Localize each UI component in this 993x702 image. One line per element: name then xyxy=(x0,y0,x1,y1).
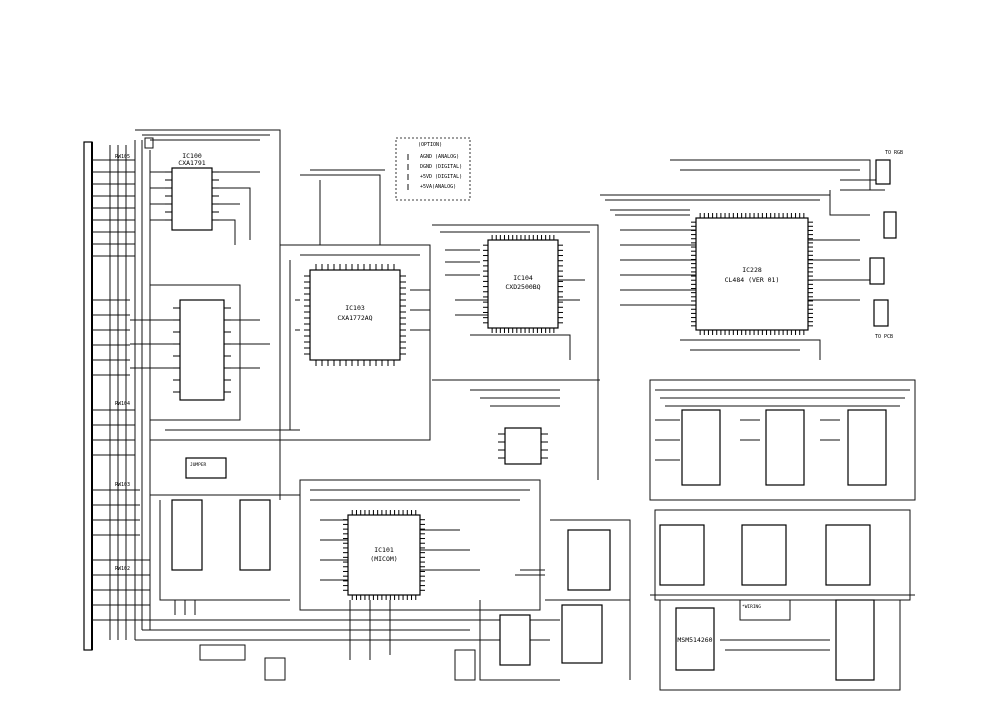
rw105-label: RW105 xyxy=(115,154,130,160)
option-item-4: +5VA(ANALOG) xyxy=(420,184,456,190)
rom-wiring-note: *WIRING xyxy=(742,604,761,610)
ic204-part: MSM514260 xyxy=(677,636,712,644)
ic103-part: CXA1772AQ xyxy=(337,314,372,322)
ic103-wiring xyxy=(279,169,431,441)
ic108-chip xyxy=(567,529,611,591)
left-connector-strip: RW105 RW104 RW103 RW102 xyxy=(83,141,150,651)
option-item-1: AGND (ANALOG) xyxy=(420,154,459,160)
bottom-left-wiring xyxy=(150,494,300,681)
ic205-chip xyxy=(835,599,875,681)
ic100-ref: IC100 xyxy=(182,152,202,160)
bottom-right-wiring xyxy=(650,509,915,691)
ic112-chip xyxy=(171,499,203,571)
ic207-chip xyxy=(765,409,805,486)
option-legend-box: (OPTION) AGND (ANALOG) DGND (DIGITAL) +5… xyxy=(395,137,471,201)
ic100-wiring xyxy=(144,137,260,245)
ic107-chip xyxy=(561,604,603,664)
ic103-chip: IC103 CXA1772AQ xyxy=(304,264,406,366)
ic211-chip xyxy=(825,524,871,586)
ic206-chip xyxy=(681,409,721,486)
ic228-chip: IC228 CL484 (VER 01) xyxy=(695,217,809,331)
ic101-wiring xyxy=(299,479,560,660)
ic104-part: CXD2500BQ xyxy=(505,283,540,291)
to-rgb-label: TO RGB xyxy=(885,150,903,156)
ic101-part: (MICOM) xyxy=(370,555,397,563)
rw104-label: RW104 xyxy=(115,401,130,407)
ic100-part: CXA1791 xyxy=(178,159,205,167)
rw102-label: RW102 xyxy=(115,566,130,572)
ic113-chip xyxy=(239,499,271,571)
ic102-chip xyxy=(173,299,231,401)
ic101-ref: IC101 xyxy=(374,546,394,554)
rw103-label: RW103 xyxy=(115,482,130,488)
bottom-middle-wiring xyxy=(454,519,631,681)
option-item-3: +5VD (DIGITAL) xyxy=(420,174,462,180)
left-bus-lines xyxy=(109,129,550,641)
ic203-chip xyxy=(741,524,787,586)
ic204-chip: MSM514260 xyxy=(675,607,715,671)
ic103-ref: IC103 xyxy=(345,304,365,312)
to-pcb-label: TO PCB xyxy=(875,334,893,340)
ic106-chip xyxy=(499,614,531,666)
ic104-chip: IC104 CXD2500BQ xyxy=(487,239,559,329)
option-item-2: DGND (DIGITAL) xyxy=(420,164,462,170)
rom-note-text: *WIRING xyxy=(742,604,761,610)
dram-bus xyxy=(649,379,916,501)
ic100-chip: IC100 CXA1791 xyxy=(165,152,219,231)
ic228-wiring xyxy=(600,159,885,360)
ic105-chip xyxy=(498,427,548,465)
right-resistor-packs: TO RGB TO PCB xyxy=(869,150,903,340)
ic101-chip: IC101 (MICOM) xyxy=(347,514,421,596)
ic228-part: CL484 (VER 01) xyxy=(725,276,780,284)
ic104-wiring xyxy=(432,224,600,480)
ic209-chip xyxy=(659,524,705,586)
jumper-note: JUMPER xyxy=(185,457,227,479)
ic104-ref: IC104 xyxy=(513,274,533,282)
ic102-wiring xyxy=(130,284,300,441)
jumper-text: JUMPER xyxy=(190,462,207,468)
ic208-chip xyxy=(847,409,887,486)
option-title: (OPTION) xyxy=(418,142,442,148)
ic228-ref: IC228 xyxy=(742,266,762,274)
